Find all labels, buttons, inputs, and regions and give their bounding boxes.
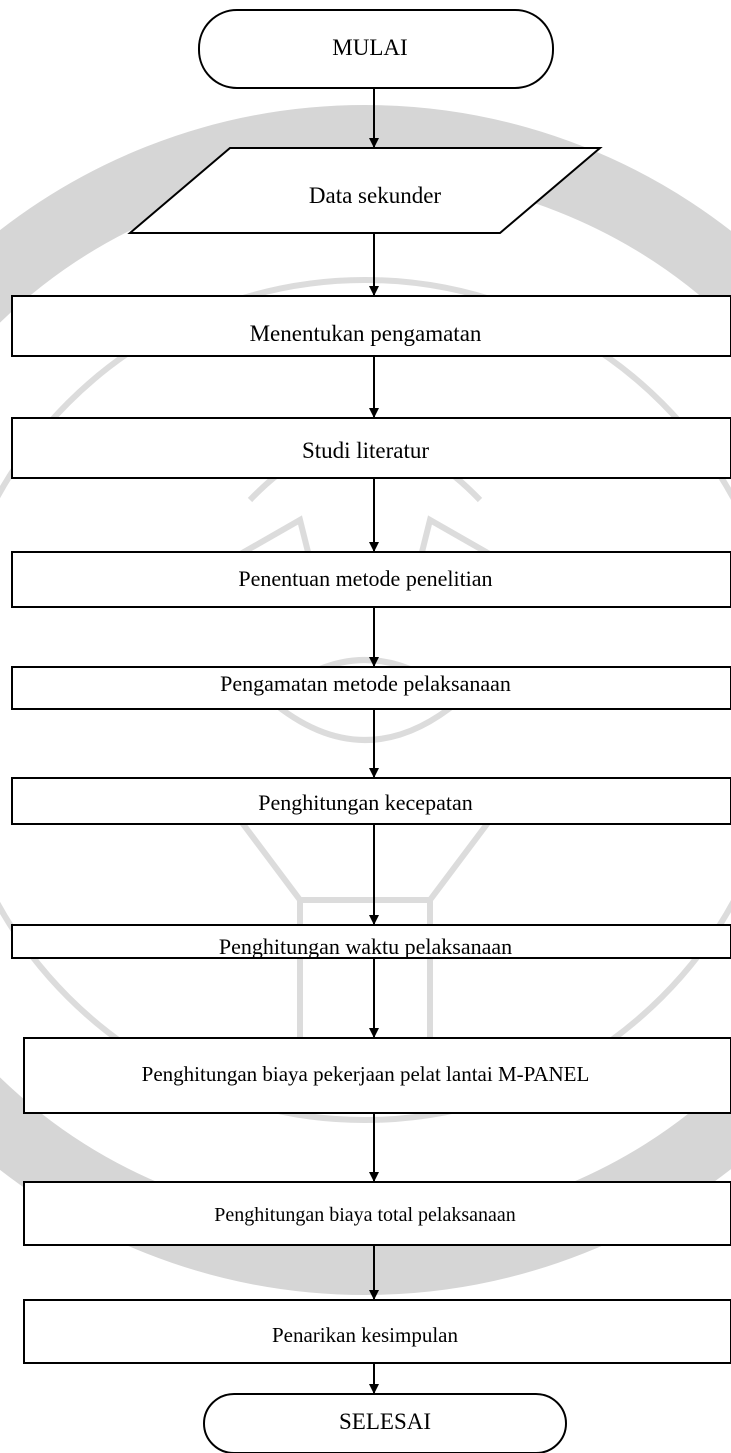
process-label-9: Penarikan kesimpulan [271, 1323, 459, 1347]
process-label-2: Studi literatur [301, 438, 430, 463]
input-parallelogram [127, 147, 603, 234]
process-label-6: Penghitungan waktu pelaksanaan [218, 934, 513, 959]
process-label-4: Pengamatan metode pelaksanaan [220, 671, 511, 696]
process-box-1 [11, 295, 731, 357]
input-label: Data sekunder [308, 183, 442, 208]
start-terminator [198, 9, 554, 89]
end-label: SELESAI [339, 1409, 431, 1434]
process-label-5: Penghitungan kecepatan [258, 790, 473, 815]
process-box-5 [11, 777, 731, 825]
process-box-6 [11, 924, 731, 959]
process-box-4 [11, 666, 731, 710]
process-label-7: Penghitungan biaya pekerjaan pelat lanta… [141, 1062, 590, 1086]
process-label-1: Menentukan pengamatan [249, 321, 482, 346]
process-box-2 [11, 417, 731, 479]
process-label-8: Penghitungan biaya total pelaksanaan [214, 1204, 516, 1226]
process-box-3 [11, 551, 731, 608]
process-label-3: Penentuan metode penelitian [238, 566, 493, 591]
process-box-9 [23, 1299, 731, 1364]
end-terminator [203, 1393, 567, 1453]
process-box-8 [23, 1181, 731, 1246]
start-label: MULAI [332, 35, 408, 60]
process-box-7 [23, 1037, 731, 1114]
